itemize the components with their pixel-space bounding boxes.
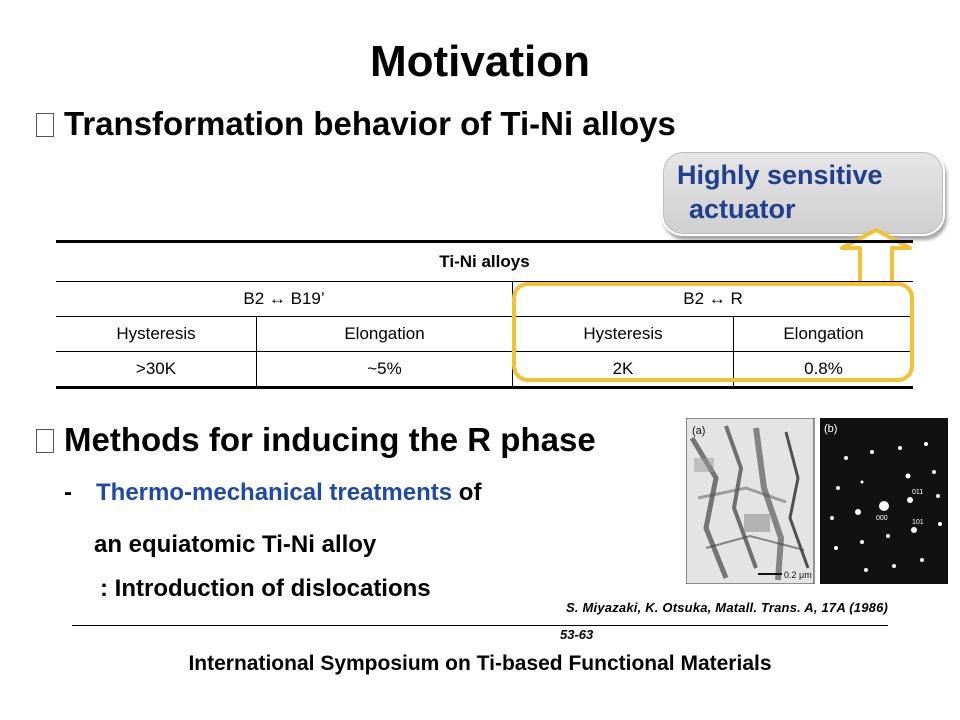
square-bullet-icon <box>36 429 54 453</box>
footer-text: International Symposium on Ti-based Func… <box>188 652 772 675</box>
col-elongation-b19: Elongation <box>256 316 513 352</box>
slide-title: Motivation <box>370 37 590 86</box>
panel-a-label: (a) <box>692 425 705 437</box>
callout-line-1: Highly sensitive <box>677 160 883 190</box>
citation-text: S. Miyazaki, K. Otsuka, Matall. Trans. A… <box>566 600 889 615</box>
col-hysteresis-r: Hysteresis <box>512 316 734 352</box>
group-b2-b19: B2 ↔ B19’ <box>56 281 513 317</box>
value-hysteresis-b19: >30K <box>56 351 257 389</box>
spot-label-011: 011 <box>912 489 923 496</box>
spot-label-000: 000 <box>876 515 888 522</box>
method-line-3: : Introduction of dislocations <box>100 575 431 602</box>
method-suffix: of <box>452 479 482 506</box>
micrograph-image: (a) 0.2 μm (b) 011 000 101 <box>685 417 948 585</box>
col-elongation-r: Elongation <box>733 316 913 352</box>
square-bullet-icon <box>36 113 54 137</box>
citation-pages: 53-63 <box>560 627 594 642</box>
micrograph-figure: (a) 0.2 μm (b) 011 000 101 <box>685 417 948 585</box>
callout-box: Highly sensitive actuator <box>661 150 945 236</box>
spot-label-101: 101 <box>912 519 924 526</box>
value-elongation-r: 0.8% <box>733 351 913 389</box>
table-column-row: Hysteresis Elongation Hysteresis Elongat… <box>56 316 913 352</box>
method-highlight: Thermo-mechanical treatments <box>96 479 453 506</box>
table-group-row: B2 ↔ B19’ B2 ↔ R <box>56 281 913 317</box>
bullet-transformation: Transformation behavior of Ti-Ni alloys <box>36 104 676 144</box>
group-b2-r: B2 ↔ R <box>512 281 913 317</box>
col-hysteresis-b19: Hysteresis <box>56 316 257 352</box>
value-elongation-b19: ~5% <box>256 351 513 389</box>
table-value-row: >30K ~5% 2K 0.8% <box>56 351 913 389</box>
bullet-methods: Methods for inducing the R phase <box>36 420 596 460</box>
method-line-2: an equiatomic Ti-Ni alloy <box>94 531 377 558</box>
scale-bar-label: 0.2 μm <box>784 570 812 580</box>
bullet-transformation-text: Transformation behavior of Ti-Ni alloys <box>64 105 676 142</box>
r-phase-highlight <box>512 282 914 382</box>
divider <box>72 625 888 626</box>
dash-marker: - <box>64 479 72 506</box>
tini-properties-table: Ti-Ni alloys B2 ↔ B19’ B2 ↔ R Hysteresis… <box>56 240 913 389</box>
table-header-row: Ti-Ni alloys <box>56 240 913 282</box>
panel-b-label: (b) <box>824 423 837 435</box>
method-line-1: -Thermo-mechanical treatments of <box>64 478 481 508</box>
bullet-methods-text: Methods for inducing the R phase <box>64 421 596 458</box>
callout-line-2: actuator <box>689 194 796 224</box>
value-hysteresis-r: 2K <box>512 351 734 389</box>
table-header: Ti-Ni alloys <box>56 240 913 282</box>
